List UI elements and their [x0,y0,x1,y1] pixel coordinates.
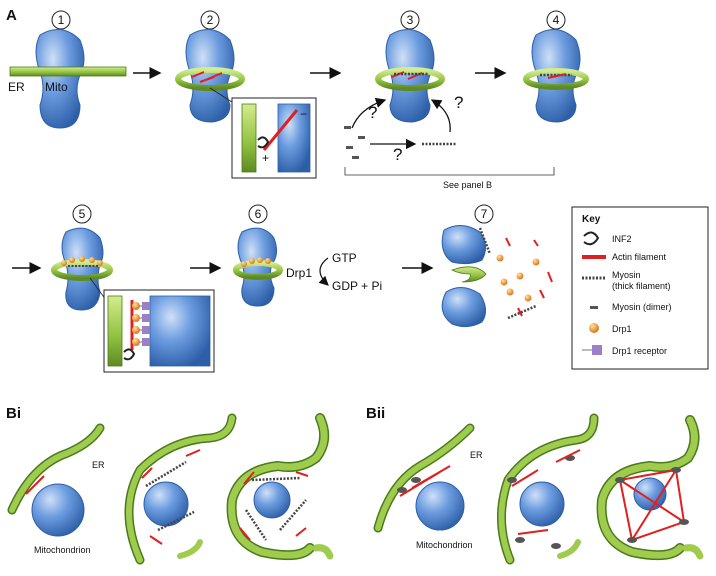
bii-stage-3 [596,415,704,561]
myosin-dimer-icon [590,306,598,309]
er-label-bi: ER [92,460,105,470]
inf2-icon [583,231,600,246]
step-4: 4 [523,10,589,123]
inf2-icon [257,136,270,149]
key-title: Key [582,214,601,225]
key-item-drp1: Drp1 [612,324,632,334]
panel-label-a: A [6,7,17,24]
question-mark-2: ? [454,93,463,112]
step-number: 5 [79,207,86,221]
step-6: 6 Drp1 GTP GDP + Pi [233,204,382,307]
key-item-myosin-sub: (thick filament) [612,281,671,291]
er-label-bii: ER [470,450,483,460]
er-label: ER [8,80,25,94]
drp1-receptor-icon [592,345,602,355]
key-legend: Key INF2 Actin filament Myosin (thick fi… [571,206,709,370]
step-2: 2 − + [175,10,317,179]
question-mark-3: ? [393,145,402,164]
actin-filament-icon [582,255,606,259]
bii-stage-1: ER Mitochondrion [373,423,483,550]
panel-label-bi: Bi [6,405,21,422]
see-panel-b-label: See panel B [443,180,492,190]
step-number: 3 [407,13,414,27]
step-3: 3 ? ? ? [344,10,463,164]
mitochondrion-shape [35,29,85,129]
released-er [450,266,487,283]
drp1-label: Drp1 [286,266,312,280]
gtp-hydrolysis-arrow [318,257,329,286]
step-number: 6 [255,207,262,221]
step-number: 4 [553,13,560,27]
minus-end-label: − [300,107,307,121]
key-item-myosin-dimer: Myosin (dimer) [612,302,672,312]
myosin-dimers [344,126,365,159]
mito-label: Mito [45,80,68,94]
question-mark-1: ? [368,103,377,122]
gdp-pi-label: GDP + Pi [332,279,382,293]
drp1-icon [589,323,599,333]
mitochondrion-label-bii: Mitochondrion [416,540,473,550]
gtp-label: GTP [332,251,357,265]
plus-end-label: + [262,151,269,165]
bii-stage-2 [497,413,599,565]
step-number: 1 [58,13,65,27]
daughter-mitochondrion-1 [441,225,486,265]
step-5: 5 [51,204,215,373]
key-item-myosin: Myosin [612,270,641,280]
key-item-drp1-receptor: Drp1 receptor [612,346,667,356]
daughter-mitochondrion-2 [441,287,486,328]
step-number: 2 [207,13,214,27]
mitochondrion-label-bi: Mitochondrion [34,545,91,555]
step-1: 1 ER Mito [8,10,127,129]
bracket [344,167,555,176]
step-7: 7 [441,204,553,328]
step-number: 7 [481,207,488,221]
key-item-actin: Actin filament [612,252,667,262]
bi-stage-3 [226,413,334,561]
er-tubule [9,66,127,77]
bi-stage-1: ER Mitochondrion [7,423,105,555]
key-item-inf2: INF2 [612,234,632,244]
panel-label-bii: Bii [366,405,385,422]
bi-stage-2 [124,413,237,565]
